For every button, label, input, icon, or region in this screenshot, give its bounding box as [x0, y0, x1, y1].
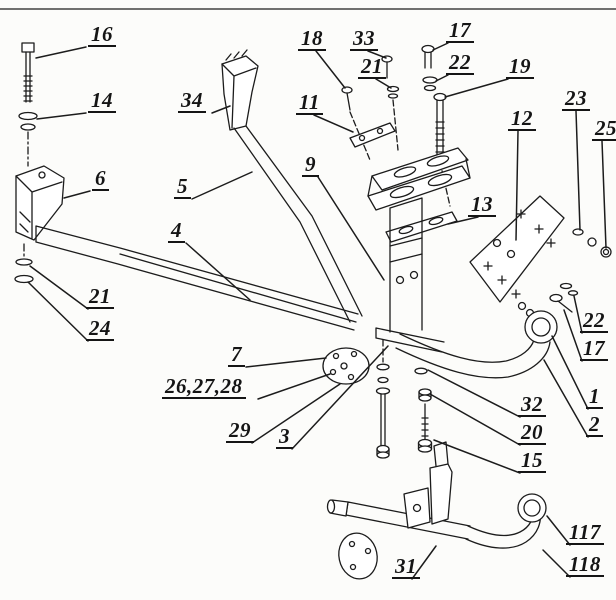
- part-plate-12: [469, 195, 565, 303]
- part-bracket-34: [221, 49, 259, 131]
- part-fasteners-23-25: [572, 228, 612, 258]
- part-plate-7-26-27-28: [322, 347, 370, 385]
- part-strap-5: [233, 125, 363, 323]
- part-bolt-16: [21, 42, 35, 103]
- part-bracket-6: [15, 165, 65, 241]
- part-bolt-chain-center: [375, 339, 391, 459]
- part-washers-21-24: [14, 243, 34, 284]
- part-bolt-chain-32-20-15: [414, 367, 433, 453]
- part-fasteners-22-17-right: [517, 282, 579, 318]
- part-washers-14: [18, 111, 38, 167]
- assembled-view-31-117-118: [326, 441, 547, 580]
- part-plate-11: [349, 122, 396, 148]
- part-fasteners-18-33-21: [341, 55, 400, 161]
- part-channel-bracket-top: [367, 147, 471, 211]
- part-support-9: [375, 197, 445, 353]
